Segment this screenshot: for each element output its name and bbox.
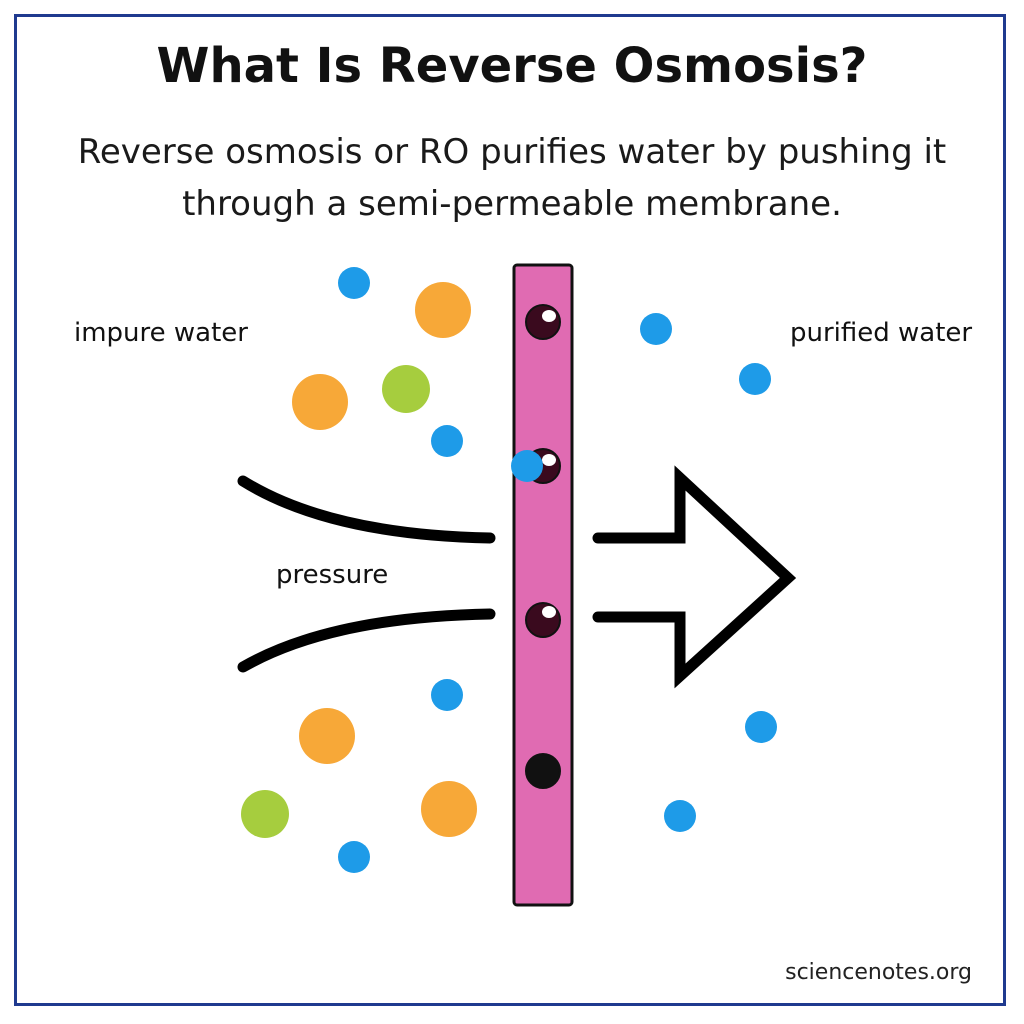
membrane-pore <box>525 304 561 340</box>
impurity-orange <box>299 708 355 764</box>
water-molecule <box>338 267 370 299</box>
subtitle: Reverse osmosis or RO purifies water by … <box>0 126 1024 230</box>
water-molecule <box>739 363 771 395</box>
membrane-pore <box>525 753 561 789</box>
water-molecule-passing <box>511 450 543 482</box>
impurity-orange <box>292 374 348 430</box>
water-molecule <box>431 679 463 711</box>
source-credit: sciencenotes.org <box>785 960 972 985</box>
membrane-pore <box>525 602 561 638</box>
right-arrow-icon <box>592 465 797 689</box>
page-title: What Is Reverse Osmosis? <box>156 38 868 94</box>
water-molecule <box>338 841 370 873</box>
subtitle-line-1: Reverse osmosis or RO purifies water by … <box>77 132 947 172</box>
water-molecule <box>640 313 672 345</box>
semi-permeable-membrane <box>512 263 574 907</box>
impurity-green <box>382 365 430 413</box>
pressure-label: pressure <box>276 560 389 590</box>
impurity-orange <box>415 282 471 338</box>
pressure-line-lower <box>237 608 496 673</box>
water-molecule <box>664 800 696 832</box>
impurity-orange <box>421 781 477 837</box>
impure-water-label: impure water <box>74 318 248 348</box>
diagram-frame <box>14 14 1006 1006</box>
pressure-line-upper <box>237 475 496 544</box>
water-molecule <box>745 711 777 743</box>
water-molecule <box>431 425 463 457</box>
purified-water-label: purified water <box>790 318 973 348</box>
impurity-green <box>241 790 289 838</box>
subtitle-line-2: through a semi-permeable membrane. <box>182 184 842 224</box>
